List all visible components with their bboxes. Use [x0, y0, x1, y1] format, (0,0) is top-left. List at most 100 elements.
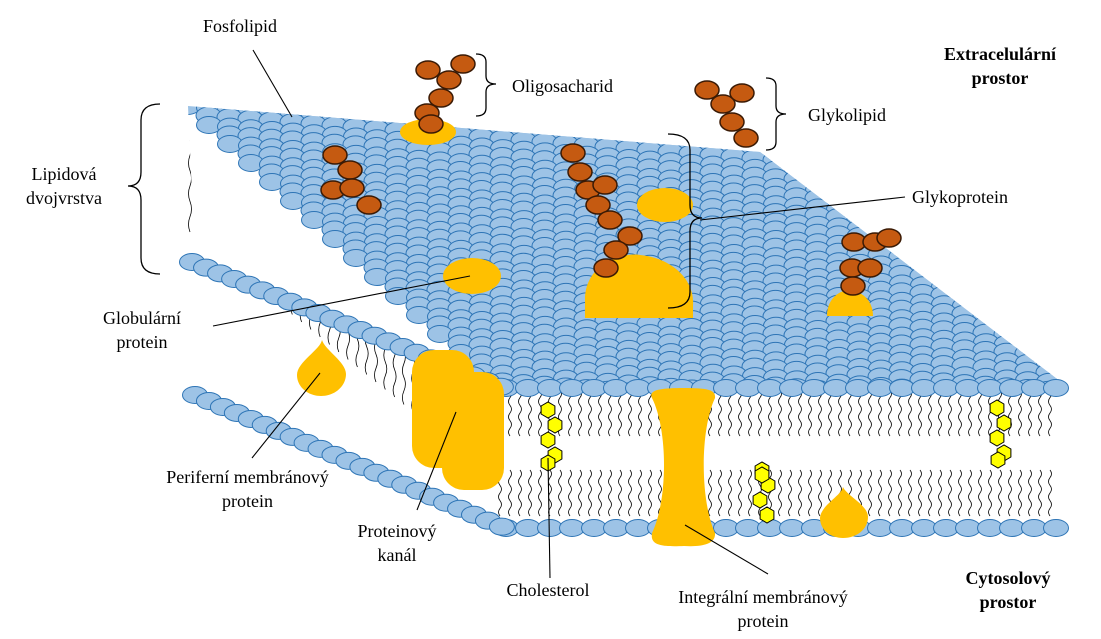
- phospholipid-head: [869, 204, 894, 221]
- phospholipid-head: [931, 269, 956, 286]
- phospholipid-head: [780, 380, 805, 397]
- phospholipid-head: [1078, 385, 1101, 402]
- phospholipid-head: [806, 147, 831, 164]
- periferni-line1: Periferní membránový: [145, 465, 350, 489]
- glykolipid-label: Glykolipid: [808, 103, 886, 127]
- phospholipid-head: [1016, 285, 1041, 302]
- lipid-tail: [889, 390, 892, 436]
- phospholipid-head: [714, 520, 739, 537]
- phospholipid-head: [1016, 302, 1041, 319]
- phospholipid-head: [1022, 520, 1047, 537]
- lipid-tail: [509, 390, 512, 436]
- phospholipid-head: [890, 380, 915, 397]
- phospholipid-head: [974, 160, 999, 177]
- oligosacharid-text: Oligosacharid: [512, 76, 613, 96]
- phospholipid-head: [1015, 189, 1040, 206]
- phospholipid-head: [826, 157, 851, 174]
- lipid-tail: [969, 470, 972, 516]
- phospholipid-head: [1058, 219, 1083, 236]
- phospholipid-head: [953, 280, 978, 297]
- phospholipid-head: [868, 212, 893, 229]
- phospholipid-head: [1078, 194, 1101, 211]
- sugar-unit: [323, 146, 347, 164]
- phospholipid-head: [1058, 340, 1083, 357]
- phospholipid-head: [582, 520, 607, 537]
- phospholipid-head: [1015, 223, 1040, 240]
- phospholipid-head: [538, 380, 563, 397]
- oligosacharid-label: Oligosacharid: [512, 74, 613, 98]
- periferni-line2: protein: [145, 489, 350, 513]
- phospholipid-head: [1036, 190, 1061, 207]
- phospholipid-head: [1058, 410, 1083, 427]
- phospholipid-head: [1079, 342, 1101, 359]
- sugar-unit: [734, 129, 758, 147]
- cholesterol-ring: [755, 467, 769, 483]
- lipid-tail: [649, 470, 652, 516]
- phospholipid-head: [1037, 287, 1062, 304]
- phospholipid-head: [953, 245, 978, 262]
- phospholipid-head: [952, 271, 977, 288]
- phospholipid-head: [604, 380, 629, 397]
- phospholipid-head: [1036, 312, 1061, 329]
- phospholipid-head: [1058, 184, 1083, 201]
- cholesterol-ring: [997, 415, 1011, 431]
- phospholipid-head: [1079, 411, 1101, 428]
- phospholipid-head: [560, 380, 585, 397]
- phospholipid-head: [1037, 304, 1062, 321]
- phospholipid-head: [932, 244, 957, 261]
- lipid-tail: [539, 470, 542, 516]
- phospholipid-head: [994, 291, 1019, 308]
- lipid-tail: [739, 390, 742, 436]
- phospholipid-head: [956, 520, 981, 537]
- phospholipid-head: [952, 166, 977, 183]
- phospholipid-head: [995, 231, 1020, 248]
- lipid-tail: [979, 470, 982, 516]
- lipid-tail: [939, 470, 942, 516]
- sugar-unit: [357, 196, 381, 214]
- lipid-tail: [979, 390, 982, 436]
- phospholipid-head: [1057, 227, 1082, 244]
- phospholipid-head: [868, 520, 893, 537]
- cholesterol-leader: [548, 458, 550, 578]
- phospholipid-head: [1057, 313, 1082, 330]
- phospholipid-head: [560, 520, 585, 537]
- integralni-protein-label: Integrální membránový protein: [628, 585, 898, 633]
- lipid-tail: [839, 390, 842, 436]
- phospholipid-head: [1036, 242, 1061, 259]
- lipid-tail: [1009, 470, 1012, 516]
- phospholipid-head: [1078, 246, 1101, 263]
- phospholipid-head: [1078, 402, 1101, 419]
- cyto-line2: prostor: [948, 590, 1068, 614]
- phospholipid-head: [1058, 323, 1083, 340]
- lipid-tail: [1049, 470, 1052, 516]
- peripheral-membrane-protein: [297, 340, 346, 396]
- sugar-unit: [437, 71, 461, 89]
- lipid-tail: [1029, 470, 1032, 516]
- lipid-tail: [929, 390, 932, 436]
- phospholipid-head: [1079, 238, 1101, 255]
- phospholipid-head: [974, 282, 999, 299]
- glykolipid-text: Glykolipid: [808, 105, 886, 125]
- phospholipid-head: [1079, 255, 1101, 272]
- phospholipid-head: [1000, 380, 1025, 397]
- lipid-tail: [779, 390, 782, 436]
- phospholipid-head: [714, 380, 739, 397]
- phospholipid-head: [1058, 254, 1083, 271]
- phospholipid-head: [952, 236, 977, 253]
- phospholipid-head: [1015, 310, 1040, 327]
- lipid-tail: [819, 470, 822, 516]
- phospholipid-head: [1037, 165, 1062, 182]
- phospholipid-head: [1057, 175, 1082, 192]
- sugar-unit: [877, 229, 901, 247]
- phospholipid-head: [1079, 273, 1101, 290]
- phospholipid-head: [1037, 321, 1062, 338]
- sugar-unit: [841, 277, 865, 295]
- phospholipid-head: [736, 380, 761, 397]
- lipid-tail: [819, 390, 822, 436]
- lipid-tail: [849, 390, 852, 436]
- phospholipid-head: [516, 380, 541, 397]
- phospholipid-head: [911, 225, 936, 242]
- lipid-tail: [719, 470, 722, 516]
- phospholipid-head: [1036, 277, 1061, 294]
- phospholipid-head: [758, 380, 783, 397]
